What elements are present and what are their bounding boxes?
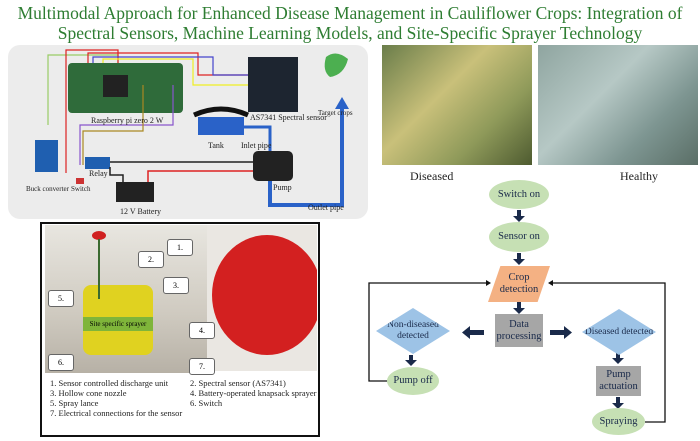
node-pump-actuation: Pump actuation <box>596 366 641 396</box>
label-pump: Pump <box>273 183 292 192</box>
label-target-crops: Target crops <box>318 109 353 117</box>
label-raspberry-pi: Raspberry pi zero 2 W <box>91 116 164 125</box>
leaf-icon <box>324 53 348 77</box>
legend-item: 5. Spray lance <box>50 398 99 408</box>
callout-3: 3. <box>163 277 189 294</box>
label-relay: Relay <box>89 169 108 178</box>
label-spectral-sensor: AS7341 Spectral sensor <box>250 113 327 122</box>
callout-7: 7. <box>189 358 215 375</box>
node-data-processing: Data processing <box>495 314 543 347</box>
buck-converter <box>35 140 58 172</box>
relay <box>85 157 110 169</box>
sprayer-label: Site specific sprayer <box>83 317 153 331</box>
label-tank: Tank <box>208 141 224 150</box>
node-switch-on: Switch on <box>489 180 549 209</box>
title-line-2: Spectral Sensors, Machine Learning Model… <box>57 23 643 43</box>
battery-icon <box>116 182 154 202</box>
caption-healthy: Healthy <box>620 169 658 183</box>
label-outlet-pipe: Outlet pipe <box>308 203 344 212</box>
label-inlet-pipe: Inlet pipe <box>241 141 272 150</box>
legend-item: 4. Battery-operated knapsack sprayer <box>190 388 317 398</box>
legend-item: 2. Spectral sensor (AS7341) <box>190 378 286 388</box>
node-pump-off: Pump off <box>387 367 439 395</box>
caption-diseased: Diseased <box>410 169 454 183</box>
healthy-leaf-photo <box>538 45 698 165</box>
sprayer-photo-panel: Site specific sprayer 1. 2. 3. 4. 5. 6. … <box>40 222 320 437</box>
legend-item: 6. Switch <box>190 398 223 408</box>
node-spraying: Spraying <box>592 408 645 435</box>
legend-item: 3. Hollow cone nozzle <box>50 388 127 398</box>
wiring-lines <box>35 49 349 207</box>
label-switch: Switch <box>71 185 91 193</box>
legend-item: 1. Sensor controlled discharge unit <box>50 378 169 388</box>
title-line-1: Multimodal Approach for Enhanced Disease… <box>17 3 683 23</box>
label-battery: 12 V Battery <box>120 207 162 216</box>
tank <box>198 117 244 135</box>
diseased-leaf-photo <box>382 45 532 165</box>
flow-arrows <box>368 210 666 423</box>
pump-icon <box>253 151 293 181</box>
discharge-unit-photo <box>207 225 317 371</box>
legend-item: 7. Electrical connections for the sensor <box>50 408 183 418</box>
callout-2: 2. <box>138 251 164 268</box>
callout-5: 5. <box>48 290 74 307</box>
callout-1: 1. <box>167 239 193 256</box>
callout-4: 4. <box>189 322 215 339</box>
title: Multimodal Approach for Enhanced Disease… <box>0 3 700 43</box>
switch-icon <box>76 178 84 184</box>
label-buck-converter: Buck converter <box>26 185 69 193</box>
wiring-diagram: Raspberry pi zero 2 W AS7341 Spectral se… <box>8 45 368 219</box>
spectral-sensor-board <box>248 57 298 112</box>
callout-6: 6. <box>48 354 74 371</box>
node-sensor-on: Sensor on <box>489 222 549 252</box>
